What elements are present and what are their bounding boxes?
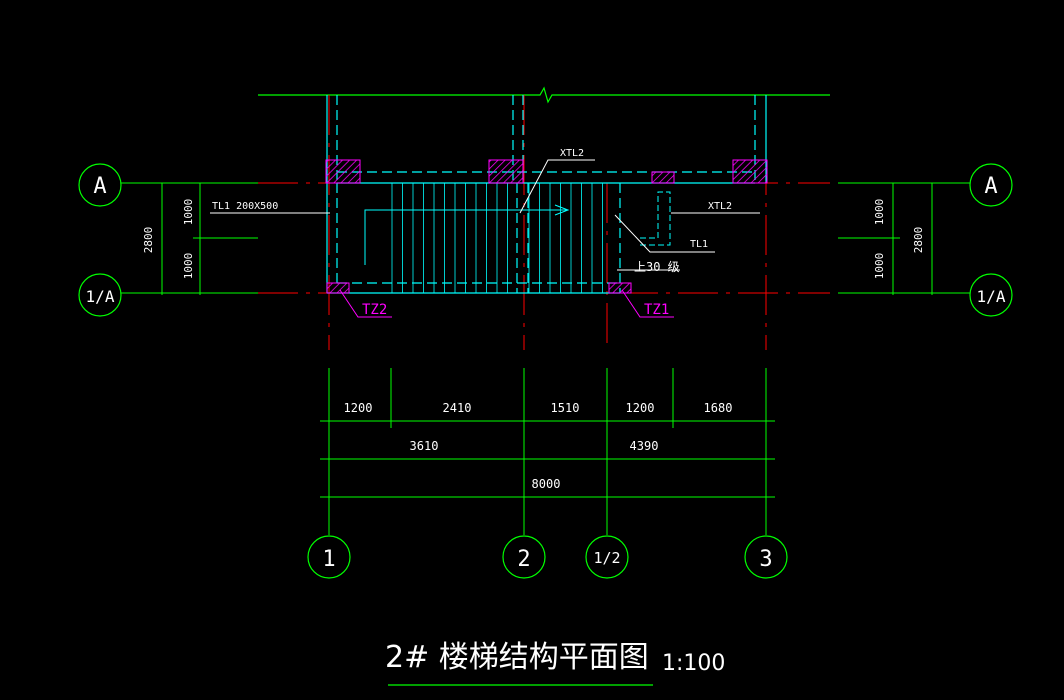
label-tz1: TZ1 — [644, 302, 669, 318]
dim-left-seg1: 1000 — [182, 199, 195, 226]
axis-bubble-1a-right: 1/A — [838, 273, 1013, 317]
svg-text:1/2: 1/2 — [593, 549, 620, 567]
svg-text:A: A — [93, 174, 106, 199]
vertical-centerlines — [328, 95, 767, 350]
svg-text:3: 3 — [759, 547, 772, 572]
drawing-title: 2# 楼梯结构平面图 — [385, 640, 649, 675]
dim-top-3: 1510 — [551, 401, 580, 415]
axis-bubble-1: 1 — [307, 535, 351, 579]
label-xtl2-right: XTL2 — [708, 201, 732, 212]
label-steps: 上30 级 — [634, 260, 680, 274]
dimension-bottom — [320, 368, 775, 535]
column-xtl2 — [651, 171, 675, 184]
dim-right-seg2: 1000 — [873, 253, 886, 280]
dim-top-1: 1200 — [344, 401, 373, 415]
structure-beams — [326, 95, 767, 294]
columns — [325, 159, 768, 294]
axis-bubble-2: 2 — [502, 535, 546, 579]
stair-steps — [391, 183, 603, 293]
svg-text:1/A: 1/A — [86, 287, 115, 306]
dim-right-total: 2800 — [912, 227, 925, 254]
top-wall-line — [258, 86, 830, 104]
svg-text:1: 1 — [322, 547, 335, 572]
axis-bubble-1-2: 1/2 — [585, 535, 629, 579]
svg-text:2: 2 — [517, 547, 530, 572]
dim-top-4: 1200 — [626, 401, 655, 415]
label-tz2: TZ2 — [362, 302, 387, 318]
dim-total: 8000 — [532, 477, 561, 491]
tz-leaders — [339, 289, 674, 318]
dim-top-5: 1680 — [704, 401, 733, 415]
dim-mid-1: 3610 — [410, 439, 439, 453]
label-tl1-beam: TL1 200X500 — [212, 201, 278, 212]
dim-top-2: 2410 — [443, 401, 472, 415]
column-a1 — [325, 159, 361, 184]
svg-text:1/A: 1/A — [977, 287, 1006, 306]
axis-bubble-1a-left: 1/A — [78, 273, 250, 317]
horizontal-centerlines — [258, 182, 830, 294]
drawing-scale: 1:100 — [662, 651, 725, 676]
stair-walk-line — [364, 191, 671, 265]
dim-left-total: 2800 — [142, 227, 155, 254]
dimension-right — [838, 183, 933, 295]
axis-bubble-3: 3 — [744, 535, 788, 579]
column-a3 — [732, 159, 768, 184]
label-leaders — [210, 159, 760, 271]
label-xtl2-top: XTL2 — [560, 148, 584, 159]
label-tl1-right: TL1 — [690, 239, 708, 250]
svg-text:A: A — [984, 174, 997, 199]
column-a2 — [488, 159, 524, 184]
dimension-left — [155, 182, 258, 295]
dim-right-seg1: 1000 — [873, 199, 886, 226]
dim-left-seg2: 1000 — [182, 253, 195, 280]
axis-bubble-a-left: A — [78, 163, 250, 207]
dim-mid-2: 4390 — [630, 439, 659, 453]
column-tz2 — [326, 282, 350, 294]
column-tz1 — [608, 282, 632, 294]
axis-bubble-a-right: A — [838, 163, 1013, 207]
